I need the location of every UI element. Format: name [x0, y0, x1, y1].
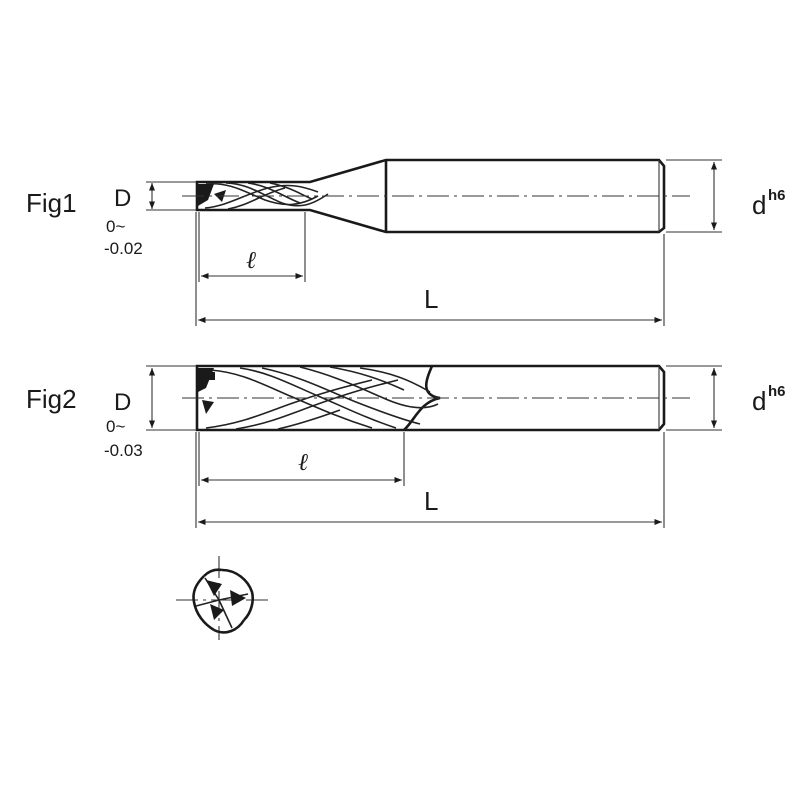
fig2-label: Fig2 — [26, 384, 77, 414]
fig2-drawing — [146, 364, 722, 528]
fig1-shank-tol-label: h6 — [768, 187, 786, 204]
fig2-D-label: D — [114, 389, 131, 416]
end-view-drawing — [176, 556, 268, 640]
fig1-overall-length-label: L — [424, 284, 438, 314]
fig1-tol-top: 0~ — [106, 217, 125, 236]
fig2-flutes — [198, 366, 439, 430]
fig1-tol-bottom: -0.02 — [104, 239, 143, 258]
fig1-flute-length-label: ℓ — [246, 246, 256, 274]
fig1-shank-d-label: d — [752, 190, 766, 220]
fig2-shank-tol-label: h6 — [768, 383, 786, 400]
fig2-shank-d-label: d — [752, 386, 766, 416]
fig1-tool-outline — [195, 158, 666, 234]
fig2-tol-bottom: -0.03 — [104, 441, 143, 460]
fig2-overall-length-label: L — [424, 486, 438, 516]
fig2-tol-top: 0~ — [106, 417, 125, 436]
fig2-flute-length-label: ℓ — [298, 448, 308, 476]
fig1-D-label: D — [114, 185, 131, 212]
fig1-label: Fig1 — [26, 188, 77, 218]
fig1-drawing — [146, 158, 722, 326]
fig1-flutes — [198, 182, 329, 210]
